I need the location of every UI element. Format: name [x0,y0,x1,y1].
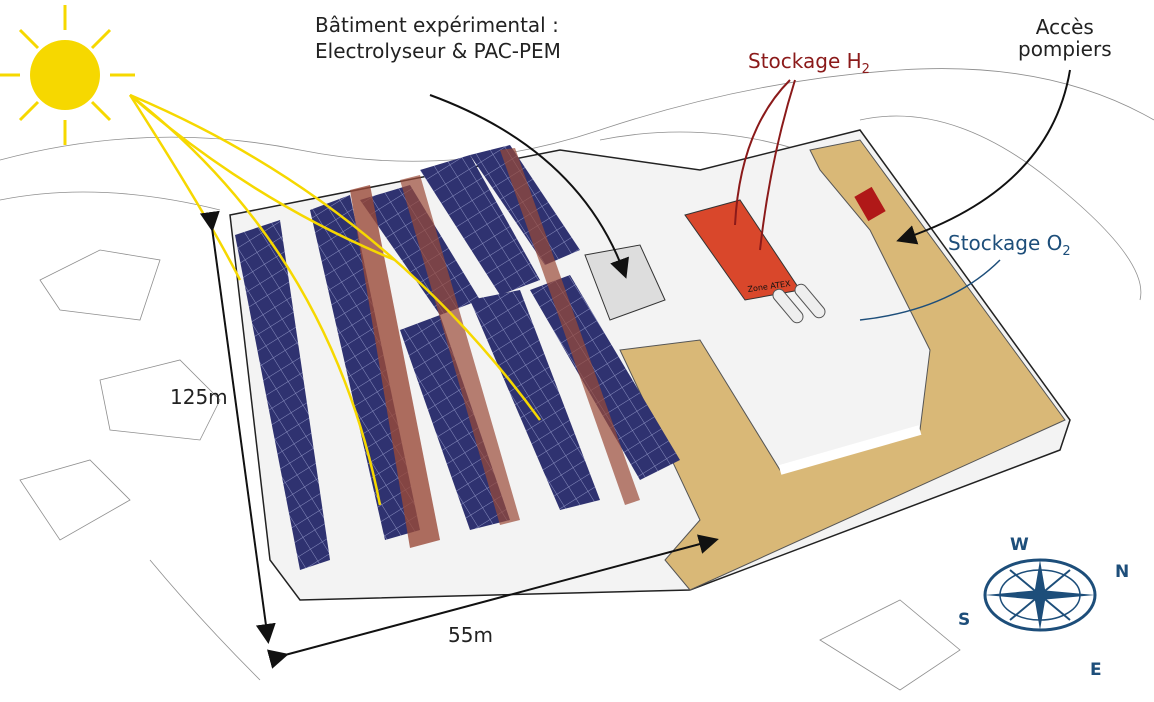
compass-west: W [1010,535,1029,555]
compass-south: S [958,610,971,630]
h2-subscript: 2 [861,62,870,77]
length-label: 125m [170,385,228,409]
width-label: 55m [448,623,493,647]
building-label: Bâtiment expérimental : Electrolyseur & … [315,12,561,64]
terrain-lines [0,68,1154,691]
access-road [619,139,1066,591]
h2-storage-label: Stockage H2 [748,48,870,83]
building-label-line2: Electrolyseur & PAC-PEM [315,39,561,63]
compass-east: E [1090,660,1102,680]
o2-arrow [859,259,1001,321]
fire-access-line2: pompiers [1018,37,1112,61]
compass-north: N [1115,562,1130,582]
experimental-building [584,244,666,321]
h2-arrows [734,79,796,251]
building-label-line1: Bâtiment expérimental : [315,13,559,37]
fire-access-label: Accès pompiers [1018,16,1112,60]
o2-storage-text: Stockage O [948,231,1063,255]
o2-tanks [772,283,826,324]
h2-storage-text: Stockage H [748,49,862,73]
sun-ray-arrows [128,93,542,506]
compass-rose-icon [983,558,1097,632]
sun-icon [0,5,135,145]
o2-subscript: 2 [1062,244,1071,259]
callout-arrows [199,69,1071,669]
fire-truck [854,186,886,222]
o2-storage-label: Stockage O2 [948,230,1071,265]
fire-access-line1: Accès [1035,15,1094,39]
